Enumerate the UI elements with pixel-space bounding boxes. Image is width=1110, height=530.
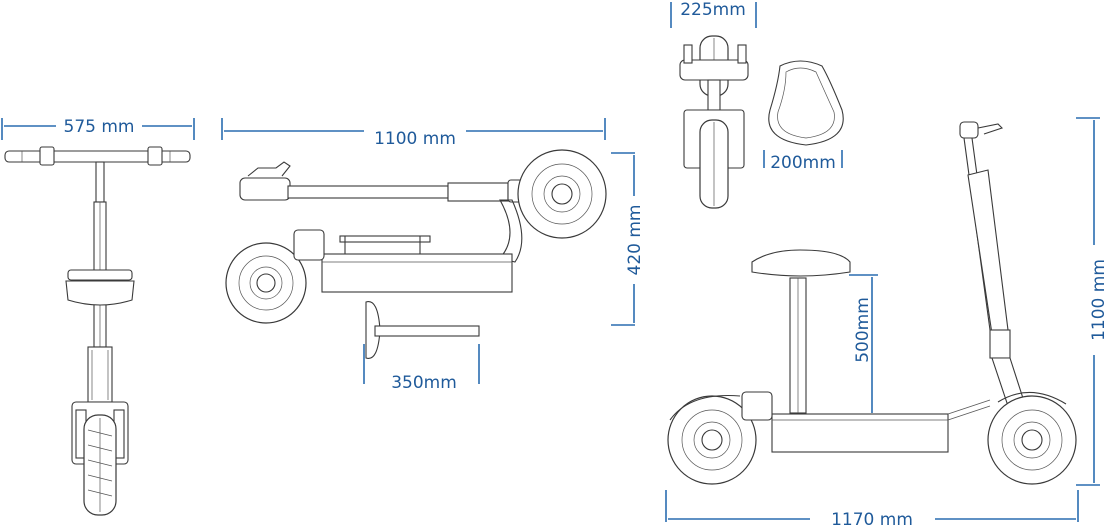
folded-length-label: 1100 mm bbox=[374, 129, 456, 149]
side-rear-wheel bbox=[667, 391, 773, 485]
dimension-folded-length: 1100 mm bbox=[221, 118, 606, 149]
side-seat bbox=[751, 249, 851, 414]
front-stem bbox=[93, 161, 107, 348]
front-handlebar bbox=[4, 146, 191, 166]
top-seat-view: 200mm bbox=[763, 60, 844, 173]
side-deck bbox=[771, 399, 991, 453]
front-view: 575 mm bbox=[1, 117, 195, 516]
total-height-label: 1100 mm bbox=[1089, 259, 1109, 341]
tire-width-label: 225mm bbox=[680, 0, 746, 20]
top-front-assembly bbox=[679, 35, 749, 209]
seat-width-label: 200mm bbox=[770, 153, 836, 173]
total-length-label: 1170 mm bbox=[831, 510, 913, 530]
side-view: 1100 mm 500mm 1170 mm bbox=[665, 117, 1109, 530]
side-handlebar bbox=[959, 121, 1004, 139]
folded-deck bbox=[321, 235, 513, 293]
top-views: 225mm 200mm bbox=[670, 0, 844, 209]
front-tire bbox=[83, 414, 117, 516]
folded-fender bbox=[498, 199, 523, 263]
front-seat bbox=[65, 269, 135, 306]
seat-height-label: 500mm bbox=[853, 297, 873, 363]
handlebar-width-label: 575 mm bbox=[64, 117, 135, 137]
folded-front-wheel bbox=[517, 149, 607, 239]
dimension-handlebar-width: 575 mm bbox=[1, 117, 195, 140]
side-stem bbox=[963, 137, 1031, 425]
folded-stem bbox=[239, 161, 531, 203]
dimension-seat-height: 500mm bbox=[849, 274, 878, 416]
dimension-total-length: 1170 mm bbox=[665, 490, 1079, 530]
dimension-total-height: 1100 mm bbox=[1076, 117, 1109, 486]
seat-post-depth-label: 350mm bbox=[391, 373, 457, 393]
folded-height-label: 420 mm bbox=[625, 205, 645, 276]
dimension-tire-width: 225mm bbox=[670, 0, 757, 28]
dimension-folded-height: 420 mm bbox=[611, 152, 645, 326]
folded-rear-wheel bbox=[225, 229, 325, 324]
side-front-wheel bbox=[987, 391, 1077, 485]
folded-view: 1100 mm 420 mm bbox=[221, 118, 645, 393]
removed-seat-post: 350mm bbox=[363, 301, 480, 393]
